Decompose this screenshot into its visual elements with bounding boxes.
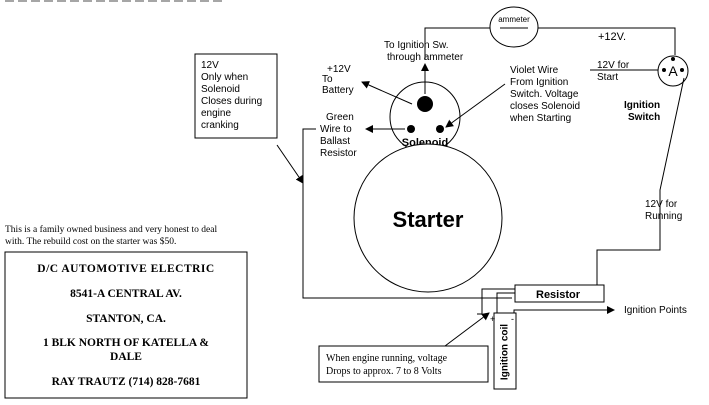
ignition-switch-label-2: Switch (628, 112, 660, 123)
business-card (4, 251, 248, 399)
violet-label-2: From Ignition (510, 77, 568, 88)
ignition-switch-glyph: A (668, 63, 678, 79)
note-12v-line-6: cranking (201, 120, 239, 131)
running-label-2: Running (645, 211, 682, 222)
green-wire-label-3: Ballast (320, 136, 350, 147)
business-direction-1: 1 BLK NORTH OF KATELLA & (43, 337, 209, 349)
ignition-coil-label: Ignition coil (500, 324, 511, 380)
wire-resistor-coil (496, 292, 515, 313)
switch-run-terminal (680, 68, 684, 72)
to-ignition-label-1: To Ignition Sw. (384, 40, 448, 51)
battery-label-2: To (322, 74, 333, 85)
note-12v-line-4: Closes during (201, 96, 262, 107)
ignition-switch-label-1: Ignition (624, 100, 660, 111)
violet-label-3: Switch. Voltage (510, 89, 579, 100)
family-note-line-1: This is a family owned business and very… (5, 224, 217, 235)
green-wire-label-2: Wire to (320, 124, 352, 135)
plus12v-top: +12V. (598, 31, 626, 43)
engine-note-box (318, 345, 489, 383)
ignition-switch-circle (657, 55, 689, 87)
business-direction-2: DALE (110, 351, 142, 363)
wire-to-points (513, 306, 615, 314)
note-12v-line-3: Solenoid (201, 84, 240, 95)
engine-note-pointer (444, 312, 490, 347)
note-12v-pointer (276, 144, 304, 184)
solenoid-right-terminal (436, 125, 444, 133)
starter-label: Starter (393, 207, 464, 232)
twelve-start-label-2: Start (597, 72, 618, 83)
business-street: 8541-A CENTRAL AV. (70, 288, 182, 300)
violet-label-1: Violet Wire (510, 65, 559, 76)
violet-label-4: closes Solenoid (510, 101, 580, 112)
ignition-points-label: Ignition Points (624, 305, 687, 316)
solenoid-left-terminal (407, 125, 415, 133)
coil-minus: - (511, 314, 514, 324)
engine-note-line-1: When engine running, voltage (326, 353, 448, 364)
wire-ammeter-to-switch (538, 27, 676, 55)
battery-label-3: Battery (322, 85, 354, 96)
resistor-label: Resistor (536, 289, 581, 301)
note-12v-box (194, 53, 278, 139)
wire-run (596, 77, 685, 288)
green-wire-label-1: Green (326, 112, 354, 123)
ammeter-circle (489, 6, 539, 48)
switch-start-terminal (662, 68, 666, 72)
green-wire-label-4: Resistor (320, 148, 357, 159)
business-contact: RAY TRAUTZ (714) 828-7681 (52, 376, 201, 388)
twelve-start-label-1: 12V for (597, 60, 630, 71)
violet-label-5: when Starting (509, 113, 571, 124)
coil-plus: + (490, 314, 495, 324)
business-name: D/C AUTOMOTIVE ELECTRIC (37, 263, 214, 275)
arrow-battery (361, 81, 413, 105)
ignition-coil-box (493, 312, 517, 390)
battery-label-1: +12V (327, 64, 351, 75)
to-ignition-label-2: through ammeter (387, 52, 464, 63)
arrow-violet-wire (445, 83, 506, 128)
solenoid-main-terminal (417, 96, 433, 112)
running-label-1: 12V for (645, 199, 678, 210)
wire-green-ballast (302, 128, 512, 299)
starter-circle (353, 143, 503, 293)
switch-battery-terminal (671, 57, 675, 61)
ammeter-label: ammeter (498, 15, 530, 24)
note-12v-line-2: Only when (201, 72, 248, 83)
wire-resistor-alt (477, 288, 515, 315)
engine-note-line-2: Drops to approx. 7 to 8 Volts (326, 366, 442, 377)
family-note-line-2: with. The rebuild cost on the starter wa… (5, 236, 176, 247)
note-12v-line-5: engine (201, 108, 231, 119)
note-12v-line-1: 12V (201, 60, 219, 71)
wire-ammeter-to-solenoid (424, 27, 490, 60)
business-city: STANTON, CA. (86, 313, 166, 325)
